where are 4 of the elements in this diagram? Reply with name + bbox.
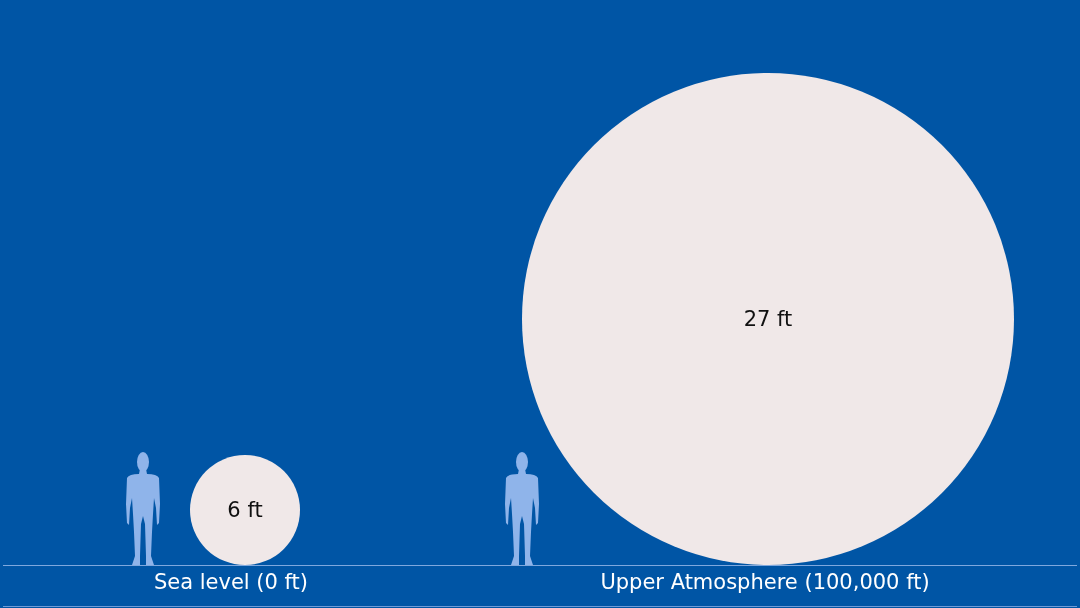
size-label: 27 ft	[743, 307, 793, 331]
altitude-caption: Upper Atmosphere (100,000 ft)	[600, 570, 930, 594]
altitude-caption: Sea level (0 ft)	[153, 570, 309, 594]
size-label: 6 ft	[227, 498, 263, 522]
